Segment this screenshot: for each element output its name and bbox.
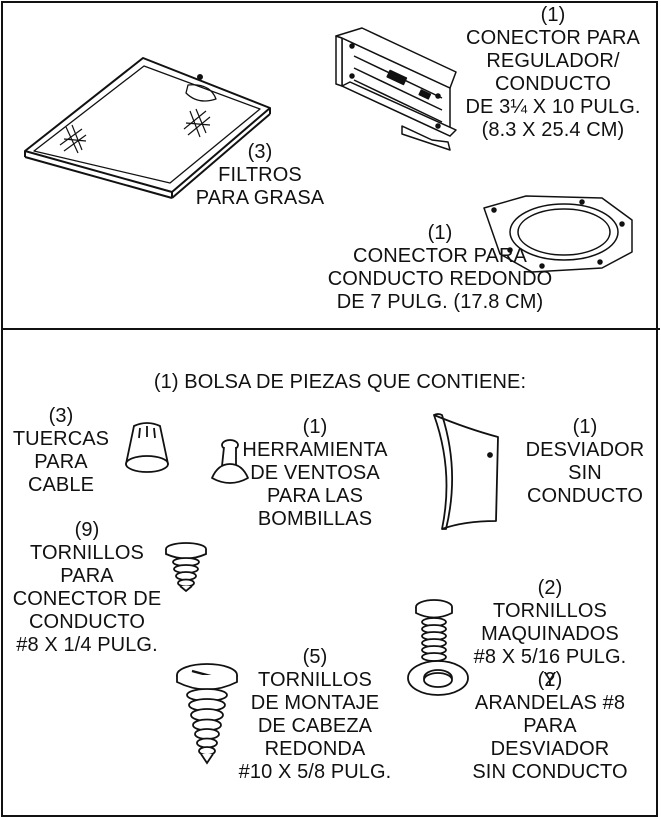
washer-icon [405, 658, 471, 698]
washers-line4: SIN CONDUCTO [472, 761, 628, 783]
suction-tool-line4: BOMBILLAS [257, 508, 373, 530]
mounting-screws-qty: (5) [302, 646, 328, 668]
mounting-screws-line5: #10 X 5/8 PULG. [238, 761, 392, 783]
damper-connector-line1: CONECTOR PARA [466, 27, 640, 49]
machine-screws-qty: (2) [537, 577, 563, 599]
round-duct-connector-line1: CONECTOR PARA [353, 245, 527, 267]
duct-screws-line1: TORNILLOS [30, 542, 144, 564]
mounting-screws-line1: TORNILLOS [258, 669, 372, 691]
wire-nuts-line2: PARA [34, 451, 88, 473]
machine-screws-line2: MAQUINADOS [481, 623, 619, 645]
round-duct-connector-icon [482, 194, 634, 274]
duct-screws-line4: CONDUCTO [29, 611, 145, 633]
deflector-line2: SIN [568, 462, 602, 484]
parts-bag-heading: (1) BOLSA DE PIEZAS QUE CONTIENE: [153, 371, 527, 393]
machine-screws-line3: #8 X 5/16 PULG. [473, 646, 627, 668]
wire-nuts-label: (3) TUERCAS PARA CABLE [2, 405, 120, 497]
deflector-qty: (1) [572, 416, 598, 438]
deflector-line3: CONDUCTO [527, 485, 643, 507]
machine-screws-label: (2) TORNILLOS MAQUINADOS #8 X 5/16 PULG.… [460, 577, 640, 692]
section-divider [1, 328, 660, 330]
machine-screws-line1: TORNILLOS [493, 600, 607, 622]
machine-screws-line4: Y [543, 669, 557, 691]
washers-line3: DESVIADOR [490, 738, 610, 760]
washers-line1: ARANDELAS #8 [474, 692, 626, 714]
grease-filters-line1: FILTROS [218, 164, 302, 186]
suction-tool-line2: DE VENTOSA [250, 462, 380, 484]
ductless-deflector-icon [428, 411, 508, 533]
duct-screws-line2: PARA [60, 565, 114, 587]
damper-connector-line5: (8.3 X 25.4 CM) [481, 119, 625, 141]
damper-connector-qty: (1) [540, 4, 566, 26]
damper-connector-icon [332, 26, 462, 151]
mounting-screws-label: (5) TORNILLOS DE MONTAJE DE CABEZA REDON… [220, 646, 410, 784]
duct-screws-label: (9) TORNILLOS PARA CONECTOR DE CONDUCTO … [2, 519, 172, 657]
mounting-screw-icon [174, 661, 240, 767]
damper-connector-line4: DE 3¼ X 10 PULG. [465, 96, 641, 118]
duct-screws-line3: CONECTOR DE [12, 588, 162, 610]
round-duct-connector-line2: CONDUCTO REDONDO [327, 268, 553, 290]
deflector-label: (1) DESVIADOR SIN CONDUCTO [510, 416, 660, 508]
round-duct-connector-qty: (1) [427, 222, 453, 244]
wire-nuts-qty: (3) [48, 405, 74, 427]
round-duct-connector-line3: DE 7 PULG. (17.8 CM) [336, 291, 544, 313]
round-duct-connector-label: (1) CONECTOR PARA CONDUCTO REDONDO DE 7 … [315, 222, 565, 314]
grease-filter-icon [20, 55, 275, 195]
grease-filters-line2: PARA GRASA [195, 187, 325, 209]
washers-label: (2) ARANDELAS #8 PARA DESVIADOR SIN COND… [460, 669, 640, 784]
washers-line2: PARA [523, 715, 577, 737]
damper-connector-line2: REGULADOR/ [486, 50, 620, 72]
mounting-screws-line4: REDONDA [264, 738, 366, 760]
mounting-screws-line2: DE MONTAJE [250, 692, 380, 714]
duct-screws-line5: #8 X 1/4 PULG. [16, 634, 158, 656]
grease-filters-qty: (3) [247, 141, 273, 163]
duct-connector-screw-icon [162, 541, 210, 593]
damper-connector-label: (1) CONECTOR PARA REGULADOR/ CONDUCTO DE… [448, 4, 658, 142]
wire-nuts-line1: TUERCAS [12, 428, 110, 450]
deflector-line1: DESVIADOR [525, 439, 645, 461]
mounting-screws-line3: DE CABEZA [257, 715, 373, 737]
duct-screws-qty: (9) [74, 519, 100, 541]
washers-qty: (2) [537, 669, 563, 691]
machine-screw-icon [412, 598, 456, 668]
wire-nut-icon [122, 420, 172, 476]
suction-tool-line1: HERRAMIENTA [242, 439, 388, 461]
suction-tool-qty: (1) [302, 416, 328, 438]
suction-cup-tool-icon [208, 438, 252, 488]
grease-filters-label: (3) FILTROS PARA GRASA [170, 141, 350, 210]
suction-tool-label: (1) HERRAMIENTA DE VENTOSA PARA LAS BOMB… [240, 416, 390, 531]
suction-tool-line3: PARA LAS [266, 485, 364, 507]
damper-connector-line3: CONDUCTO [495, 73, 611, 95]
wire-nuts-line3: CABLE [27, 474, 95, 496]
